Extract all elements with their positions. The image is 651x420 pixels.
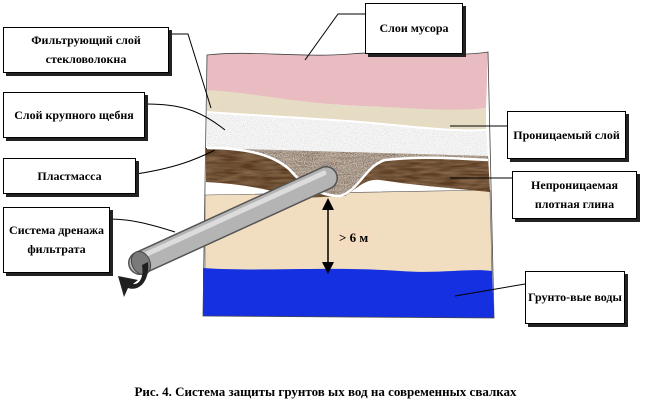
drainage-pipe (128, 166, 338, 276)
label-impermeable-clay: Непроницаемая плотная глина (512, 171, 637, 219)
label-drainage-system: Система дренажа фильтрата (3, 207, 110, 273)
depth-label: > 6 м (336, 230, 372, 246)
callout-leaders (109, 13, 526, 297)
filter-line (206, 111, 487, 132)
label-plastic: Пластмасса (3, 158, 136, 194)
permeable-layer (207, 88, 486, 131)
label-coarse-gravel: Слой крупного щебня (3, 92, 145, 138)
gravel-layer (207, 110, 488, 196)
outflow-arrow-icon (118, 262, 149, 297)
groundwater-layer (203, 268, 494, 318)
figure-caption: Рис. 4. Система защиты грунтов ых вод на… (134, 384, 517, 399)
label-groundwater: Грунто-вые воды (525, 271, 625, 324)
label-waste-layers: Слои мусора (365, 3, 463, 54)
label-fiberglass-filter: Фильтрующий слой стекловолокна (3, 27, 169, 73)
label-permeable-layer: Проницаемый слой (507, 111, 626, 159)
waste-layer (207, 52, 488, 110)
plastic-liner-line (206, 146, 489, 198)
section-outline (202, 51, 495, 319)
